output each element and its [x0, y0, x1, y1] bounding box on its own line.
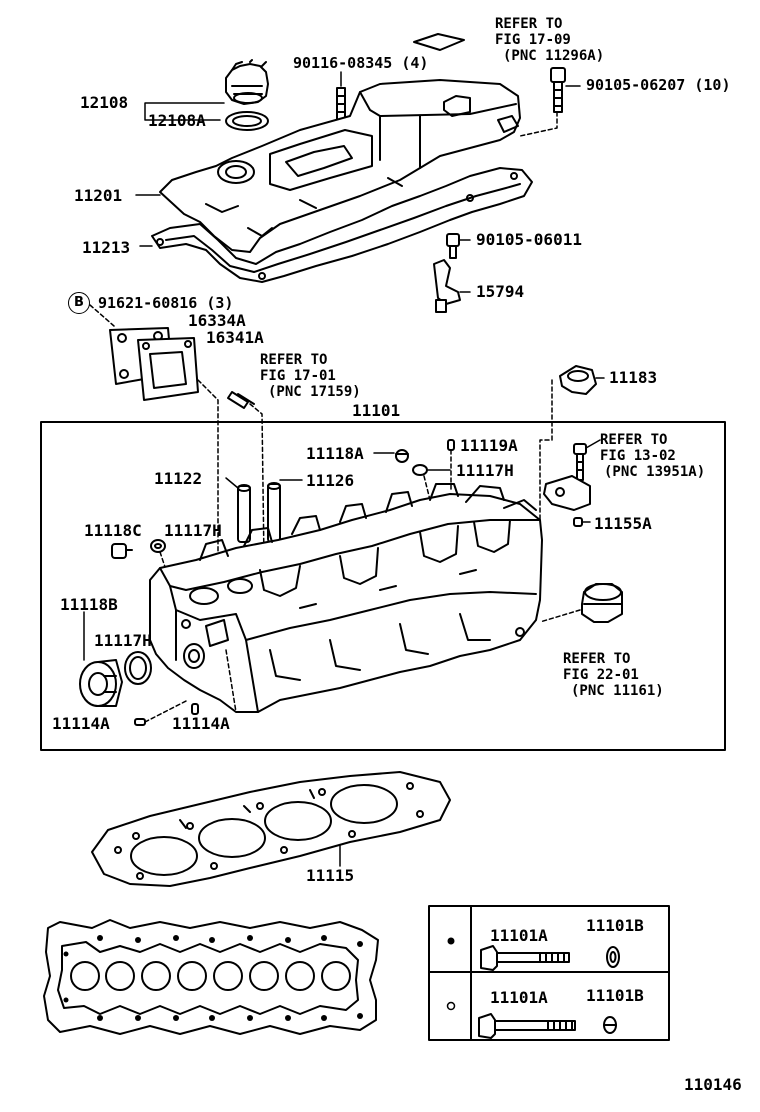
label-11118a: 11118A [306, 444, 364, 463]
plug-11118a [395, 449, 409, 463]
sheet-gasket [413, 33, 465, 51]
bolt-90105-06207 [519, 67, 566, 137]
figure-number: 110146 [684, 1075, 742, 1094]
ring-dot-marker [446, 1001, 456, 1011]
label-11126: 11126 [306, 471, 355, 490]
refer-1302-line1: REFER TO [600, 432, 668, 448]
label-11117h-low: 11117H [94, 631, 152, 650]
plug-11118b [79, 659, 123, 707]
table-bolt-1 [480, 945, 570, 971]
label-11118c: 11118C [84, 521, 142, 540]
valve-guide-11122 [237, 484, 251, 543]
label-15794: 15794 [476, 282, 525, 301]
refer-1701-line1: REFER TO [260, 352, 328, 368]
refer-2201-line1: REFER TO [563, 651, 631, 667]
label-90116-08345: 90116-08345 (4) [293, 54, 429, 72]
cylinder-head-cover [159, 79, 521, 253]
refer-2201-line3: (PNC 11161) [571, 683, 664, 699]
refer-1709-line2: FIG 17-09 [495, 32, 571, 48]
stud-17159 [227, 391, 265, 561]
table-washer-2 [603, 1016, 617, 1034]
gasket-11117h-top [412, 464, 431, 501]
stud-90116 [336, 71, 346, 125]
table-label-11101b-2: 11101B [586, 986, 644, 1005]
refer-1302-line3: (PNC 13951A) [604, 464, 706, 480]
leader-12108 [144, 102, 225, 121]
cap-11161 [539, 583, 623, 623]
label-12108: 12108 [80, 93, 129, 112]
label-11119a: 11119A [460, 436, 518, 455]
label-12108a: 12108A [148, 111, 206, 130]
cylinder-head [149, 483, 543, 713]
table-label-11101a-1: 11101A [490, 926, 548, 945]
label-11117h-mid: 11117H [164, 521, 222, 540]
gasket-11117h-low [124, 651, 152, 685]
bolt-table [428, 905, 670, 1041]
label-11115: 11115 [306, 866, 355, 885]
refer-1701-line3: (PNC 17159) [268, 384, 361, 400]
refer-1701-line2: FIG 17-01 [260, 368, 336, 384]
label-11114a-right: 11114A [172, 714, 230, 733]
pin-11114a-right [191, 703, 199, 715]
pin-11119a [447, 439, 455, 491]
label-11183: 11183 [609, 368, 658, 387]
callout-b-circle: B [68, 292, 90, 314]
table-label-11101b-1: 11101B [586, 916, 644, 935]
refer-1709-line3: (PNC 11296A) [503, 48, 605, 64]
cam-cap-bolt [573, 443, 587, 481]
label-11101: 11101 [352, 401, 401, 420]
head-cover-gasket [151, 167, 533, 283]
label-90105-06207: 90105-06207 (10) [586, 76, 731, 94]
table-label-11101a-2: 11101A [490, 988, 548, 1007]
table-bolt-2 [478, 1013, 576, 1039]
oil-filler-cap [225, 59, 269, 105]
label-11201: 11201 [74, 186, 123, 205]
label-11114a-left: 11114A [52, 714, 110, 733]
cam-plug-11183 [539, 365, 597, 521]
leader-91621 [89, 304, 219, 561]
bypass-gasket [137, 337, 199, 401]
pin-11155a [573, 517, 583, 527]
label-16341a: 16341A [206, 328, 264, 347]
bolt-90105-06011 [446, 233, 460, 259]
label-91621-60816: 91621-60816 (3) [98, 294, 234, 312]
label-11213: 11213 [82, 238, 131, 257]
label-16334a: 16334A [188, 311, 246, 330]
label-90105-06011: 90105-06011 [476, 230, 582, 249]
leader-bolt-1302 [585, 439, 601, 449]
solid-dot-marker [447, 937, 455, 945]
label-11122: 11122 [154, 469, 203, 488]
table-washer-1 [606, 946, 620, 968]
plug-11118c [111, 543, 133, 559]
cylinder-head-gasket [91, 771, 451, 887]
leader-11122 [225, 477, 239, 489]
pin-11114a-left [134, 699, 189, 726]
bracket-15794 [433, 259, 461, 313]
camshaft-cap [543, 475, 591, 511]
cylinder-head-box [40, 421, 726, 751]
label-11155a: 11155A [594, 514, 652, 533]
lower-gasket-view [43, 919, 379, 1035]
filler-cap-gasket [225, 111, 269, 131]
label-11118b: 11118B [60, 595, 118, 614]
refer-2201-line2: FIG 22-01 [563, 667, 639, 683]
refer-1709-line1: REFER TO [495, 16, 563, 32]
label-11117h-top: 11117H [456, 461, 514, 480]
refer-1302-line2: FIG 13-02 [600, 448, 676, 464]
